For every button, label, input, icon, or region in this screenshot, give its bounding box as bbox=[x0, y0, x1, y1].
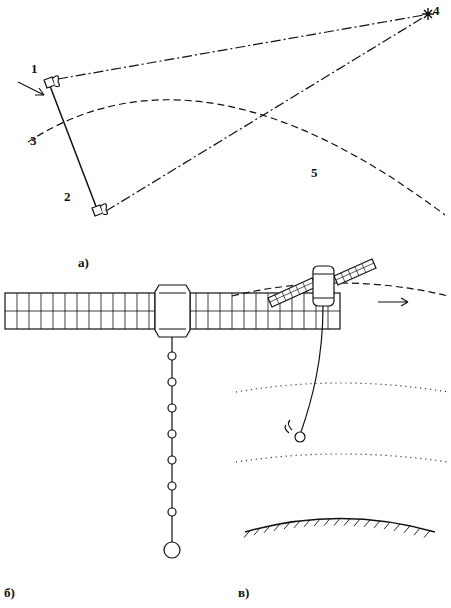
panel-label: а) bbox=[78, 256, 89, 269]
tether-line bbox=[50, 86, 97, 209]
star-symbol bbox=[422, 8, 434, 20]
sight-line bbox=[58, 15, 424, 79]
arrow-head bbox=[35, 88, 44, 95]
probe-antenna bbox=[285, 420, 292, 433]
callout-number: 5 bbox=[311, 166, 318, 179]
callout-number: 1 bbox=[31, 62, 38, 75]
atmosphere-layer bbox=[236, 454, 448, 462]
probe-symbol bbox=[295, 432, 305, 442]
tether-bead bbox=[164, 352, 180, 558]
motion-arrow bbox=[378, 298, 408, 306]
station-body bbox=[313, 274, 334, 298]
station-body bbox=[155, 285, 190, 337]
atmosphere-layer bbox=[236, 383, 448, 392]
panel-label: б) bbox=[4, 586, 15, 599]
tether-line bbox=[301, 306, 323, 432]
solar-panel bbox=[268, 278, 316, 307]
earth-hatching bbox=[244, 519, 430, 538]
callout-number: 4 bbox=[433, 4, 440, 17]
station-body bbox=[313, 266, 334, 306]
callout-number: 3 bbox=[30, 134, 37, 147]
solar-panel bbox=[5, 293, 155, 329]
callout-number: 2 bbox=[64, 190, 71, 203]
station-body bbox=[159, 293, 186, 329]
satellite-symbol bbox=[44, 76, 59, 88]
sight-line bbox=[106, 17, 424, 211]
solar-panel bbox=[334, 259, 376, 285]
orbit-line bbox=[232, 283, 448, 296]
panel-label: в) bbox=[238, 586, 249, 599]
satellite-symbol bbox=[92, 204, 107, 216]
motion-arrow bbox=[18, 82, 44, 95]
orbit-line bbox=[28, 100, 445, 215]
